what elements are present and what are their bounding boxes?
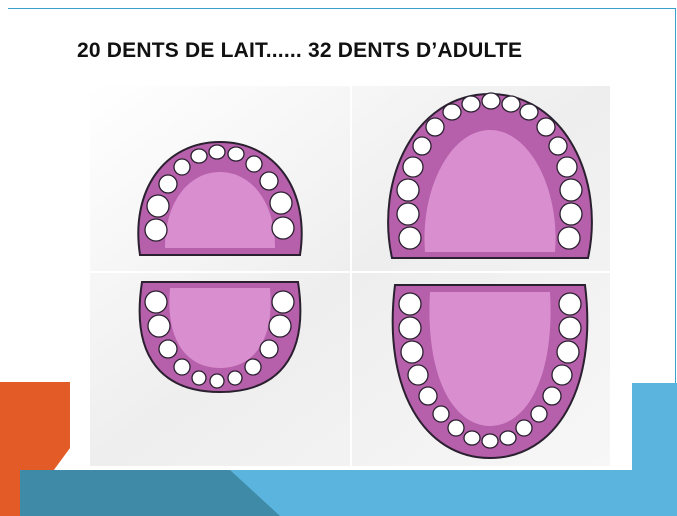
- slide-title: 20 DENTS DE LAIT...... 32 DENTS D’ADULTE: [77, 39, 522, 63]
- teeth-illustration: [70, 70, 632, 470]
- primary-lower-jaw: [140, 282, 301, 392]
